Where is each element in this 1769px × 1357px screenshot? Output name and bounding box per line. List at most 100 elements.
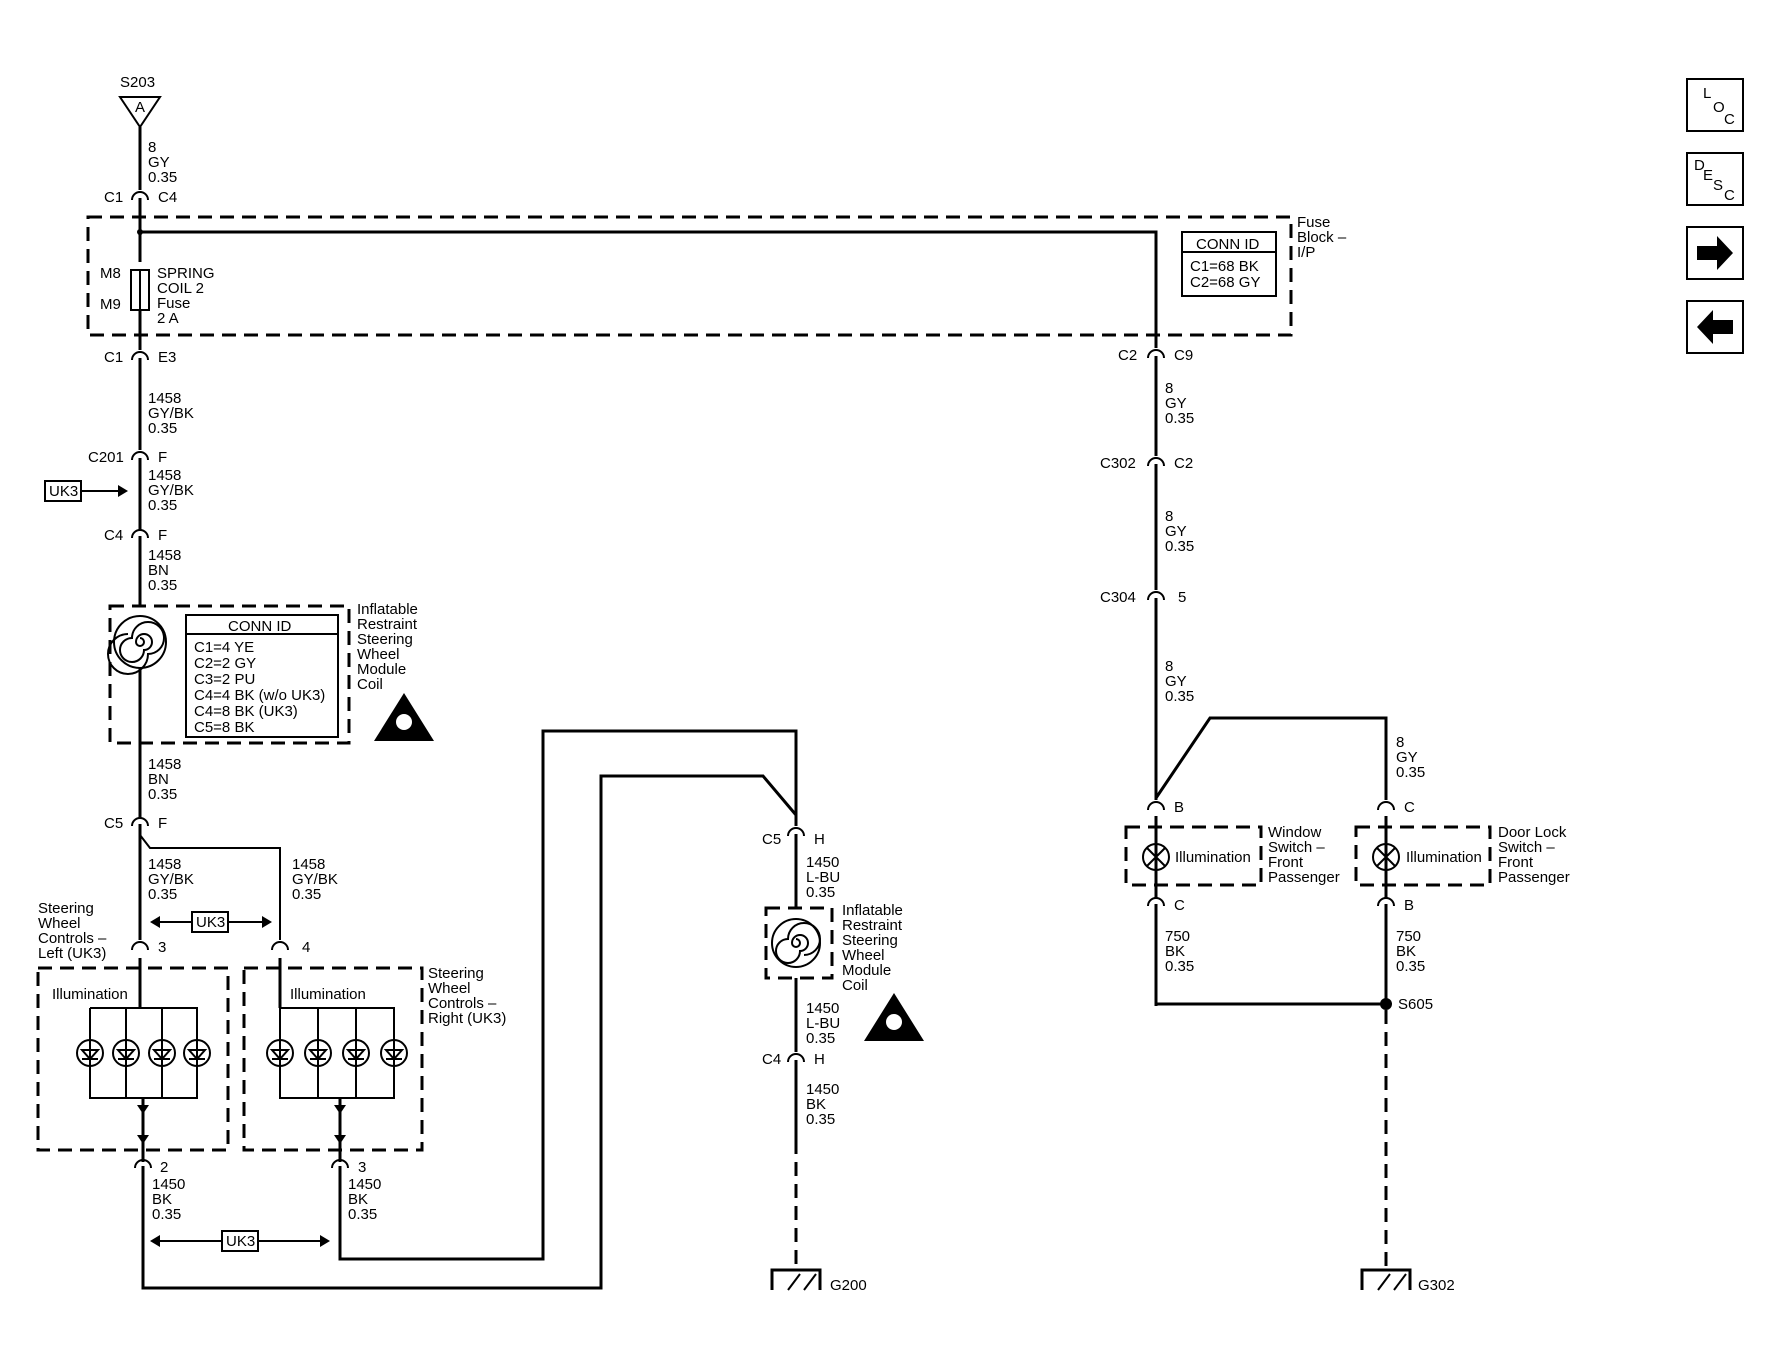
- wire-label: 0.35: [1165, 958, 1194, 975]
- fuse-label: 2 A: [157, 310, 179, 327]
- component-title: Controls –: [38, 930, 107, 947]
- uk3-option-label: UK3: [49, 483, 78, 500]
- swc-right-outline: [242, 966, 424, 1152]
- wire-label: 8: [1165, 508, 1173, 525]
- conn-id-entry: C3=2 PU: [194, 671, 255, 688]
- splice-label: S605: [1398, 996, 1433, 1013]
- desc-letter-d: D: [1694, 157, 1705, 174]
- swc-left-outline: [36, 966, 230, 1152]
- coil-spiral-icon: [107, 615, 167, 675]
- fuse-label: COIL 2: [157, 280, 204, 297]
- desc-letter-c: C: [1724, 187, 1735, 204]
- wire-label: 1458: [148, 467, 181, 484]
- component-title: Switch –: [1268, 839, 1325, 856]
- component-title: Steering: [38, 900, 94, 917]
- conn-id-title: CONN ID: [228, 618, 292, 635]
- wire-label: BK: [806, 1096, 826, 1113]
- connector-label: C4: [104, 527, 123, 544]
- conn-id-entry: C5=8 BK: [194, 719, 254, 736]
- connector-label: C2: [1174, 455, 1193, 472]
- connector-label: 5: [1178, 589, 1186, 606]
- connector-label: F: [158, 527, 167, 544]
- lamp-icon: [1142, 843, 1170, 871]
- wire-label: BN: [148, 562, 169, 579]
- wire-label: 0.35: [1165, 688, 1194, 705]
- conn-id-title: CONN ID: [1196, 236, 1260, 253]
- back-button[interactable]: [1686, 300, 1744, 354]
- wire-label: 1450: [806, 854, 839, 871]
- connector-label: C302: [1100, 455, 1136, 472]
- wire-label: 0.35: [152, 1206, 181, 1223]
- component-title: Front: [1268, 854, 1304, 871]
- conn-id-entry: C4=8 BK (UK3): [194, 703, 298, 720]
- coil-spiral-icon: [771, 918, 821, 968]
- component-title: Door Lock: [1498, 824, 1567, 841]
- desc-button[interactable]: D E S C: [1686, 152, 1744, 206]
- wire-label: GY: [1165, 395, 1187, 412]
- connector-label: F: [158, 815, 167, 832]
- wire-label: 1450: [806, 1081, 839, 1098]
- airbag-warning-icon: [374, 693, 434, 741]
- pin-label: C: [1174, 897, 1185, 914]
- wire-label: 0.35: [148, 420, 177, 437]
- splice-s203-letter: A: [135, 99, 145, 116]
- connector-label: C201: [88, 449, 124, 466]
- led-icon: [304, 1039, 332, 1067]
- component-title: Steering: [357, 631, 413, 648]
- wire-label: 1458: [148, 547, 181, 564]
- component-title: Wheel: [842, 947, 885, 964]
- fuse-pin: M9: [100, 296, 121, 313]
- fuse-pin: M8: [100, 265, 121, 282]
- forward-button[interactable]: [1686, 226, 1744, 280]
- connector-label: F: [158, 449, 167, 466]
- component-title: Controls –: [428, 995, 497, 1012]
- conn-id-entry: C1=4 YE: [194, 639, 254, 656]
- led-icon: [266, 1039, 294, 1067]
- component-title: Wheel: [38, 915, 81, 932]
- wire-label: 1450: [806, 1000, 839, 1017]
- splice-s203-triangle: [118, 96, 162, 129]
- ground-icon: [1360, 1268, 1412, 1291]
- wire-label: BK: [348, 1191, 368, 1208]
- arrow-right-icon: [1697, 236, 1733, 270]
- wire-label: 0.35: [1396, 764, 1425, 781]
- conn-id-entry: C2=68 GY: [1190, 274, 1260, 291]
- component-title: Steering: [428, 965, 484, 982]
- loc-button[interactable]: L O C: [1686, 78, 1744, 132]
- component-title: Wheel: [428, 980, 471, 997]
- pin-label: 3: [358, 1159, 366, 1176]
- conn-id-entry: C2=2 GY: [194, 655, 256, 672]
- wire-label: 8: [1165, 380, 1173, 397]
- wire-label: 0.35: [806, 884, 835, 901]
- wire-label: L-BU: [806, 869, 840, 886]
- wire-label: 0.35: [1165, 410, 1194, 427]
- pin-label: 2: [160, 1159, 168, 1176]
- desc-letter-e: E: [1703, 167, 1713, 184]
- wire-label: 0.35: [806, 1030, 835, 1047]
- connector-label: C9: [1174, 347, 1193, 364]
- led-icon: [148, 1039, 176, 1067]
- wire-label: BK: [1396, 943, 1416, 960]
- pin-label: B: [1404, 897, 1414, 914]
- ground-label: G200: [830, 1277, 867, 1294]
- illumination-label: Illumination: [1175, 849, 1251, 866]
- wire-label: L-BU: [806, 1015, 840, 1032]
- connector-label: H: [814, 831, 825, 848]
- illumination-label: Illumination: [290, 986, 366, 1003]
- connector-label: C1: [104, 349, 123, 366]
- wire-label: GY: [1165, 523, 1187, 540]
- connector-label: C2: [1118, 347, 1137, 364]
- window-switch-outline: [1124, 825, 1263, 887]
- conn-id-entry: C1=68 BK: [1190, 258, 1259, 275]
- connector-label: C4: [158, 189, 177, 206]
- wire-label: 1458: [292, 856, 325, 873]
- connector-label: C304: [1100, 589, 1136, 606]
- wire-label: BK: [1165, 943, 1185, 960]
- loc-letter-c: C: [1724, 111, 1735, 128]
- wire-label: 750: [1165, 928, 1190, 945]
- wire-label: 1450: [348, 1176, 381, 1193]
- wire-label: 0.35: [292, 886, 321, 903]
- wire-label: 0.35: [148, 886, 177, 903]
- coil-conn-id-table: [185, 614, 339, 738]
